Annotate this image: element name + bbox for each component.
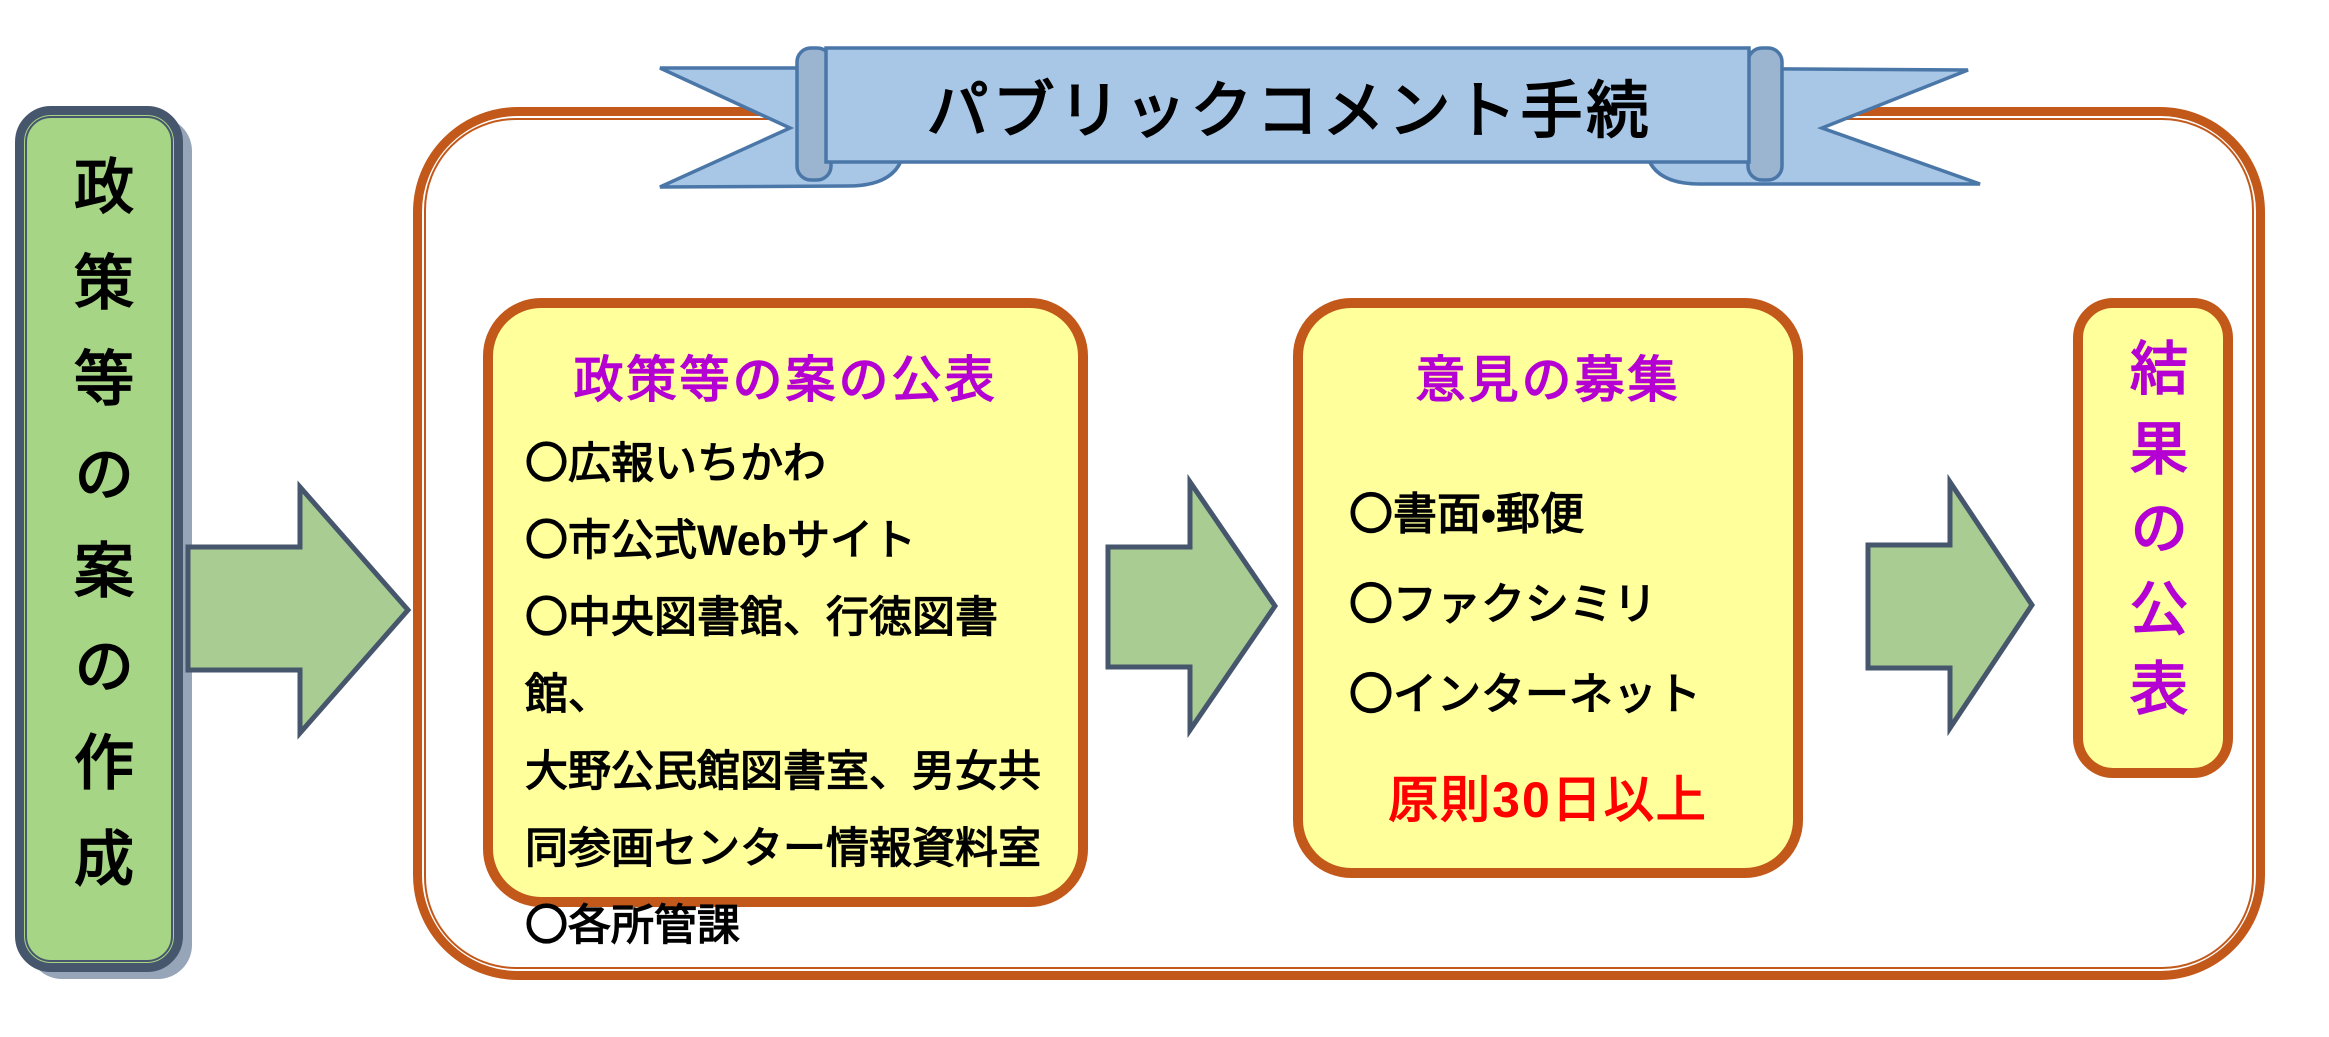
result-box: 結果の公表	[2073, 298, 2233, 778]
list-item: 〇インターネット	[1349, 670, 1701, 719]
ribbon-title: パブリックコメント手続	[926, 77, 1653, 146]
list-item: 〇中央図書館、行徳図書館、	[525, 594, 998, 719]
opinion-box-title: 意見の募集	[1415, 352, 1681, 408]
publication-box: 政策等の案の公表 〇広報いちかわ 〇市公式Webサイト 〇中央図書館、行徳図書館…	[483, 298, 1088, 950]
list-item: 〇広報いちかわ	[525, 440, 826, 488]
duration-note: 原則30日以上	[1388, 772, 1708, 828]
list-item: 〇書面・郵便	[1349, 490, 1584, 539]
result-box-label: 結果の公表	[2121, 338, 2186, 738]
flow-arrow-1	[185, 480, 412, 740]
publication-box-title: 政策等の案の公表	[573, 352, 998, 408]
publication-box-list: 〇広報いちかわ 〇市公式Webサイト 〇中央図書館、行徳図書館、 大野公民館図書…	[525, 426, 1078, 965]
opinion-box: 意見の募集 〇書面・郵便 〇ファクシミリ 〇インターネット 原則30日以上	[1293, 298, 1803, 878]
policy-draft-label: 政策等の案の作成	[65, 155, 133, 923]
list-item: 〇ファクシミリ	[1349, 580, 1657, 629]
list-item: 同参画センター情報資料室	[525, 825, 1041, 873]
opinion-box-list: 〇書面・郵便 〇ファクシミリ 〇インターネット	[1349, 470, 1701, 740]
list-item: 〇各所管課	[525, 902, 740, 950]
policy-draft-panel: 政策等の案の作成	[15, 106, 183, 972]
list-item: 大野公民館図書室、男女共	[525, 748, 1041, 796]
list-item: 〇市公式Webサイト	[525, 517, 916, 565]
